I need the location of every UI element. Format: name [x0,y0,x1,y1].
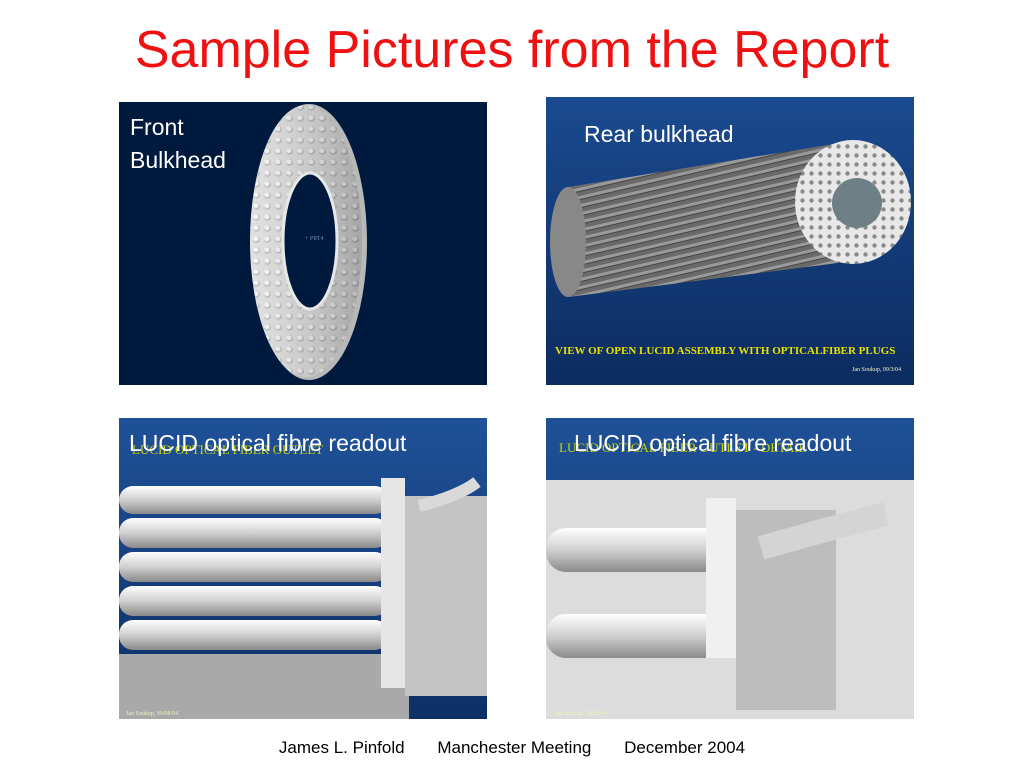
readout-tubes-1 [119,477,487,719]
readout2-caption: LUCID optical fibre readout [574,430,852,456]
readout-tubes-2 [546,480,914,719]
footer-event: Manchester Meeting [437,738,592,757]
front-caption-line2: Bulkhead [130,147,226,173]
readout2-underlay: LUCID OPTICAL FIBER OUTLET - DETAIL [559,440,807,455]
fibre-readout-render-2 [546,418,914,719]
fibre-readout-image-1: LUCID OPTICAL FIBER OUTLET LUCID optical… [119,418,487,719]
rear-banner: VIEW OF OPEN LUCID ASSEMBLY WITH OPTICAL… [555,345,896,357]
readout1-signature: Jan Soukup, 09/08/04 [126,711,179,717]
fibre-readout-image-2: LUCID OPTICAL FIBER OUTLET - DETAIL LUCI… [546,418,914,719]
slide-title: Sample Pictures from the Report [134,21,890,79]
readout2-signature: Jan Soukup, 09/08/04 [555,711,608,717]
rear-bulkhead-render [546,97,914,385]
fiber-cylinder [550,140,911,297]
footer-author: James L. Pinfold [278,738,405,757]
readout1-underlay: LUCID OPTICAL FIBER OUTLET [132,442,324,457]
rear-caption: Rear bulkhead [584,121,734,147]
fibre-readout-render-1 [119,418,487,719]
front-bulkhead-image: Front Bulkhead + PRT4 [119,102,487,385]
rear-bulkhead-image: Rear bulkhead VIEW OF OPEN LUCID ASSEMBL… [546,97,914,385]
slide-footer: James L. Pinfold Manchester Meeting Dece… [0,738,1024,758]
footer-date: December 2004 [624,738,746,757]
front-caption-line1: Front [130,114,184,140]
front-bulkhead-render [119,102,487,385]
readout1-caption: LUCID optical fibre readout [129,430,407,456]
front-center-mark: + PRT4 [305,236,324,242]
bulkhead-ring [250,104,367,380]
rear-signature: Jan Soukup, 09/3/04 [852,367,902,373]
